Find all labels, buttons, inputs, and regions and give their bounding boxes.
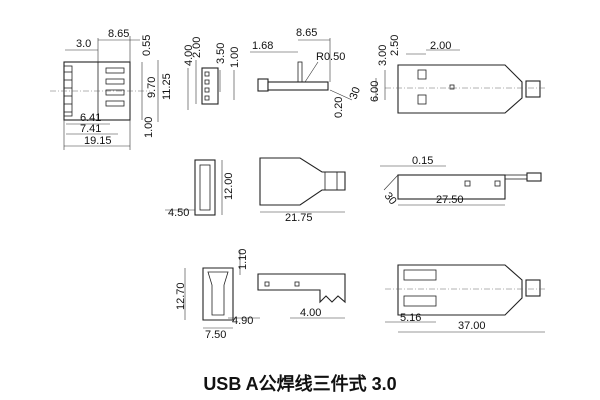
dim-label: 2.00 (430, 40, 451, 52)
dim-label: 4.00 (183, 45, 195, 66)
dim-label: 4.90 (232, 315, 253, 327)
dim-label: 2.00 (191, 37, 203, 58)
dim-label: 0.15 (412, 155, 433, 167)
dim-label: 1.10 (237, 249, 249, 270)
dim-label: 30 (382, 190, 399, 207)
dim-label: 0.55 (141, 35, 153, 56)
dim-label: 4.00 (300, 307, 321, 319)
assembly-view: 5.16 37.00 (385, 264, 545, 333)
shell-side-view: 0.15 30 27.50 (380, 155, 542, 207)
dim-label: 6.00 (369, 81, 381, 102)
drawing-title: USB A公焊线三件式 3.0 (203, 374, 397, 394)
dim-label: 21.75 (285, 212, 313, 224)
dim-label: 37.00 (458, 320, 486, 332)
dim-label: 1.00 (229, 47, 241, 68)
dim-label: 3.00 (377, 45, 389, 66)
dim-label: 6.41 (80, 112, 101, 124)
dim-label: 8.65 (108, 28, 129, 40)
dim-label: 4.50 (168, 207, 189, 219)
dim-label: 1.68 (252, 40, 273, 52)
dim-label: 12.70 (175, 282, 187, 310)
dim-label: 11.25 (161, 73, 173, 100)
dim-label: R0.50 (316, 51, 345, 63)
dim-label: 27.50 (436, 194, 464, 206)
dim-label: 19.15 (84, 135, 112, 147)
dim-label: 5.16 (400, 312, 421, 324)
dim-label: 12.00 (223, 172, 235, 200)
dim-label: 30 (348, 85, 363, 101)
cap-end-view: 12.00 4.50 (165, 159, 235, 219)
dim-label: 3.50 (215, 43, 227, 64)
front-view: 3.0 8.65 0.55 9.70 11.25 6.41 7.41 1.00 … (50, 28, 173, 150)
end-view: 4.00 2.00 3.50 1.00 (183, 37, 241, 110)
dim-label: 2.50 (389, 35, 401, 56)
hood-side-view: 4.00 (257, 273, 346, 319)
dim-label: 3.0 (76, 38, 91, 50)
top-view: 3.00 2.50 2.00 6.00 (369, 35, 545, 114)
cap-top-view: 21.75 (259, 157, 346, 224)
dim-label: 1.00 (143, 117, 155, 138)
hood-end-view: 1.10 12.70 7.50 4.90 (175, 249, 260, 341)
dim-label: 7.50 (205, 329, 226, 341)
dim-label: 9.70 (146, 77, 158, 98)
dim-label: 7.41 (80, 123, 101, 135)
dim-label: 0.20 (333, 97, 345, 118)
dim-label: 8.65 (296, 27, 317, 39)
side-view: 1.68 8.65 R0.50 30 0.20 (250, 27, 363, 118)
